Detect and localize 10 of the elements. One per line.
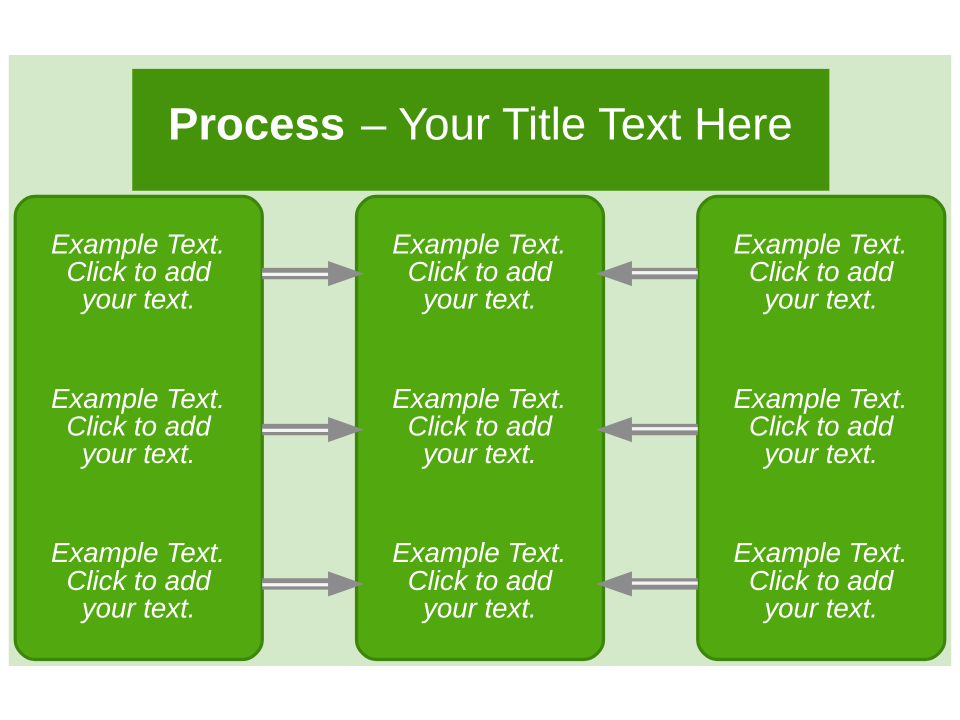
diagram-title: Process – Your Title Text Here [168,98,793,149]
node-box: Example Text. Click to add your text. Example Text. Click to add your text. Example Text. Click to add your text. [696,194,946,661]
arrow [596,570,698,596]
node-box: Example Text. Click to add your text. Example Text. Click to add your text. Example Text. Click to add your text. [14,194,264,661]
arrow [596,260,698,286]
arrow [262,416,364,442]
arrow [262,260,364,286]
arrow [262,570,364,596]
node-box: Example Text. Click to add your text. Example Text. Click to add your text. Example Text. Click to add your text. [354,194,606,661]
arrow [596,416,698,442]
